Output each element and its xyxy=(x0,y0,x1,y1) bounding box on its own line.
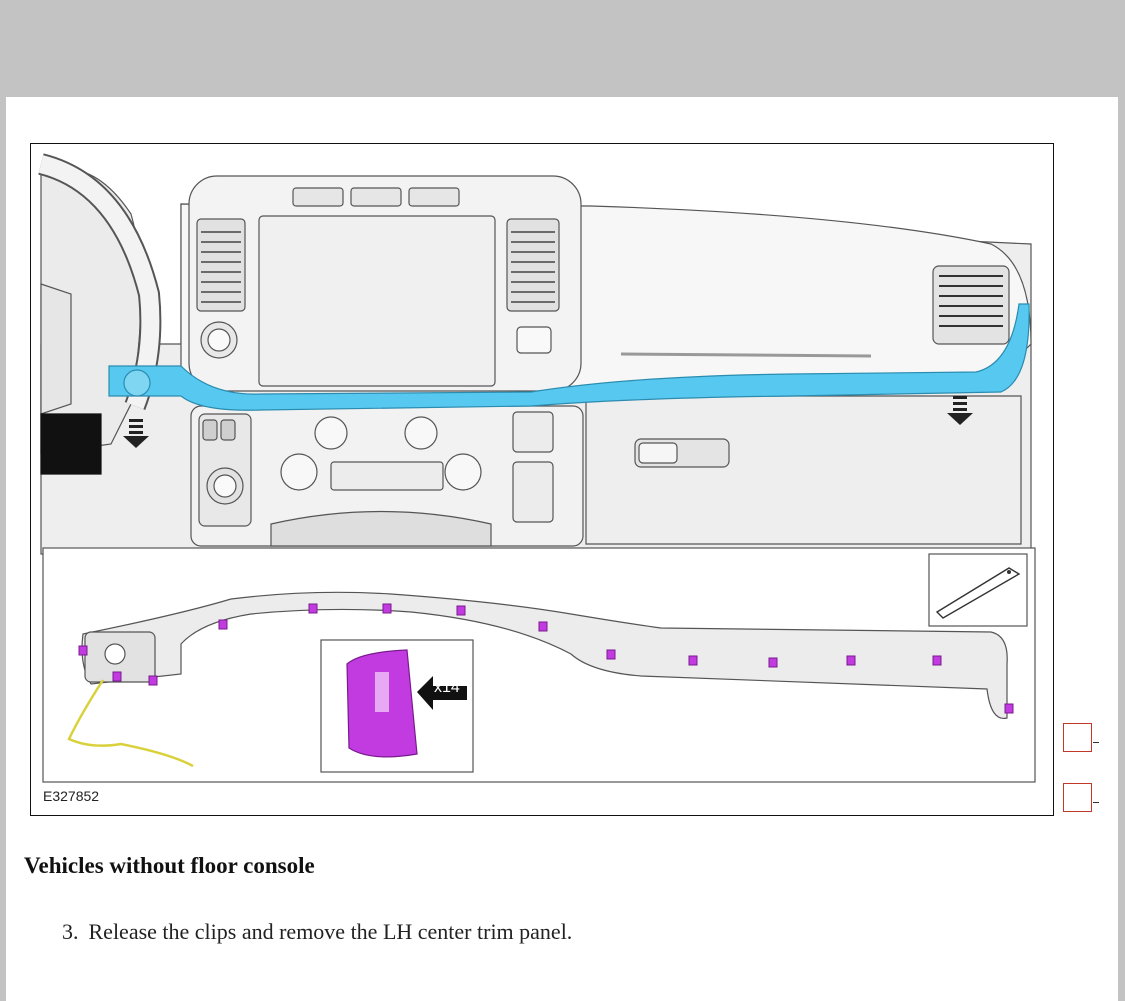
clip-markers xyxy=(78,603,1014,714)
step-number: 3. xyxy=(62,919,79,944)
section-heading: Vehicles without floor console xyxy=(24,853,315,878)
highlighted-trim-panel xyxy=(108,303,1030,411)
dashboard-illustration xyxy=(38,153,1036,783)
step-text: Release the clips and remove the LH cent… xyxy=(88,919,573,944)
trim-tool-icon xyxy=(935,567,1021,619)
wire xyxy=(67,679,194,768)
checkbox-2[interactable] xyxy=(1063,783,1092,812)
figure-id: E327852 xyxy=(43,788,100,804)
clip-count-label: x14 xyxy=(434,679,460,696)
checkbox-1-dash xyxy=(1093,742,1099,743)
down-arrow-icon xyxy=(123,419,149,448)
removed-trim-panel xyxy=(81,591,1008,720)
document-page: x14 E327852 Vehicles without floor conso… xyxy=(6,97,1118,1001)
service-illustration: x14 E327852 xyxy=(30,143,1054,816)
step-item: 3. Release the clips and remove the LH ce… xyxy=(62,919,572,945)
left-arrow-icon xyxy=(417,676,467,710)
down-arrow-icon xyxy=(947,396,973,425)
dashboard-view xyxy=(38,153,1032,555)
checkbox-2-dash xyxy=(1093,802,1099,803)
checkbox-1[interactable] xyxy=(1063,723,1092,752)
